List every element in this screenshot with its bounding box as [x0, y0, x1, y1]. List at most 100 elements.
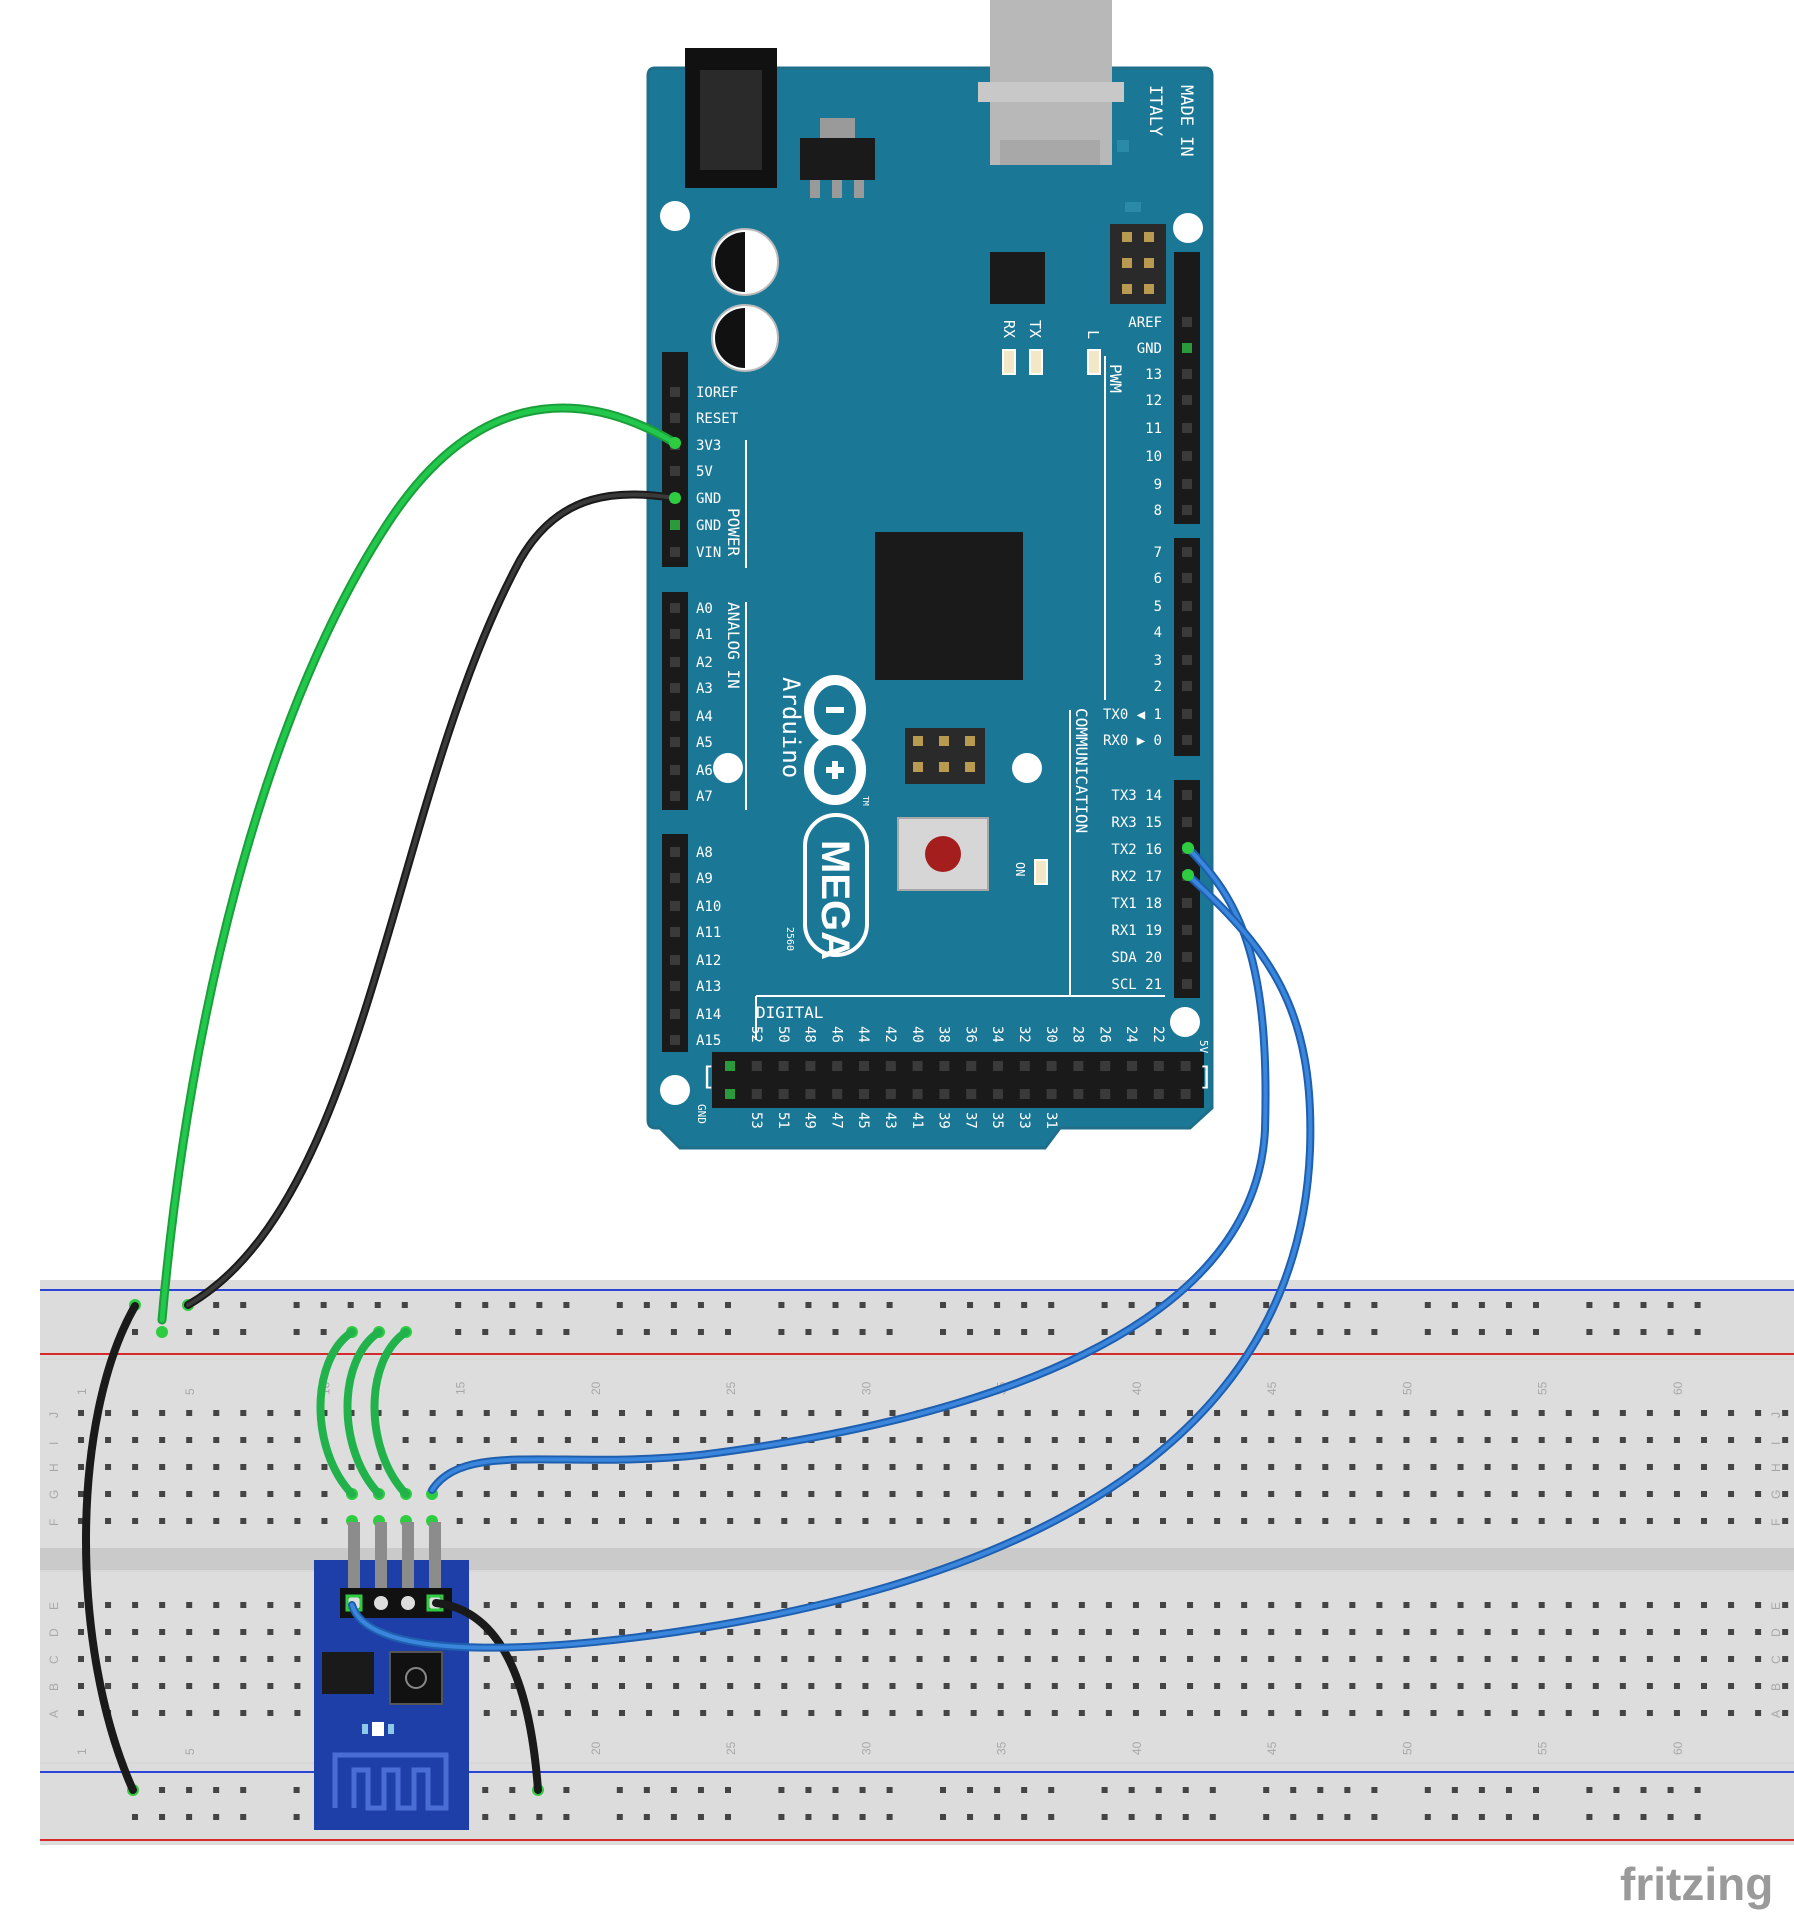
breadboard-hole	[294, 1410, 301, 1416]
pin-label: SCL 21	[1111, 977, 1162, 993]
breadboard-hole	[727, 1491, 734, 1497]
breadboard-hole	[267, 1629, 274, 1635]
breadboard-hole	[1268, 1683, 1275, 1689]
breadboard-hole	[1051, 1437, 1058, 1443]
breadboard-hole	[1214, 1656, 1221, 1662]
gnd-pin	[670, 520, 680, 530]
breadboard-hole	[1457, 1710, 1464, 1716]
header-pin	[670, 791, 680, 801]
breadboard-hole	[1511, 1656, 1518, 1662]
breadboard-hole	[916, 1683, 923, 1689]
breadboard-hole	[1295, 1410, 1302, 1416]
breadboard-hole	[267, 1464, 274, 1470]
rail-hole	[347, 1302, 354, 1308]
breadboard-hole	[510, 1629, 517, 1635]
rail-hole	[1478, 1787, 1485, 1793]
reset-button[interactable]	[897, 817, 989, 891]
breadboard-hole	[1322, 1437, 1329, 1443]
icsp-pin	[913, 762, 923, 772]
breadboard-hole	[1105, 1518, 1112, 1524]
breadboard-hole	[1430, 1656, 1437, 1662]
breadboard-hole	[1078, 1518, 1085, 1524]
breadboard-hole	[1484, 1710, 1491, 1716]
pin-label: RX1 19	[1111, 923, 1162, 939]
breadboard-hole	[1484, 1656, 1491, 1662]
column-number: 35	[995, 1741, 1009, 1755]
rail-hole	[1505, 1787, 1512, 1793]
rail-hole	[805, 1787, 812, 1793]
breadboard-hole	[1565, 1710, 1572, 1716]
rail-hole	[1209, 1787, 1216, 1793]
breadboard-hole	[1105, 1602, 1112, 1608]
breadboard-hole	[1214, 1437, 1221, 1443]
column-number: 30	[859, 1381, 873, 1395]
model-number: 2560	[784, 927, 795, 951]
mount-hole	[660, 1075, 690, 1105]
breadboard-hole	[619, 1410, 625, 1416]
rail-hole	[213, 1814, 220, 1820]
rail-hole	[1424, 1787, 1431, 1793]
breadboard-hole	[159, 1683, 166, 1689]
row-letter: G	[1769, 1490, 1783, 1499]
rail-hole	[859, 1329, 866, 1335]
rail-hole	[1101, 1814, 1108, 1820]
breadboard-hole	[1511, 1491, 1518, 1497]
pin-label: 33	[1016, 1112, 1032, 1129]
breadboard-hole	[997, 1437, 1004, 1443]
rail-hole	[213, 1787, 220, 1793]
breadboard-hole	[835, 1629, 842, 1635]
breadboard-hole	[78, 1629, 84, 1635]
breadboard-hole	[564, 1656, 571, 1662]
rail-hole	[1451, 1302, 1458, 1308]
header-pin	[670, 873, 680, 883]
breadboard-hole	[862, 1410, 869, 1416]
breadboard-hole	[1187, 1437, 1194, 1443]
breadboard-hole	[294, 1656, 301, 1662]
breadboard-hole	[727, 1602, 734, 1608]
breadboard-hole	[889, 1437, 896, 1443]
breadboard-hole	[402, 1410, 409, 1416]
header-pin	[670, 981, 680, 991]
breadboard-hole	[1187, 1518, 1194, 1524]
breadboard-hole	[1755, 1518, 1762, 1524]
breadboard-hole	[619, 1464, 625, 1470]
breadboard-hole	[591, 1437, 598, 1443]
rail-hole	[536, 1302, 543, 1308]
pin-label: 11	[1145, 421, 1162, 437]
breadboard-hole	[1511, 1464, 1518, 1470]
breadboard-hole	[673, 1656, 680, 1662]
breadboard-hole	[1511, 1683, 1518, 1689]
pin-label: VIN	[696, 545, 721, 561]
breadboard-hole	[1673, 1464, 1680, 1470]
rail-hole	[1101, 1787, 1108, 1793]
breadboard-hole	[781, 1491, 788, 1497]
breadboard-hole	[1592, 1491, 1599, 1497]
breadboard-hole	[835, 1464, 842, 1470]
rail-hole	[186, 1787, 193, 1793]
breadboard-hole	[564, 1410, 571, 1416]
icsp-pin	[1122, 284, 1132, 294]
breadboard-hole	[240, 1683, 247, 1689]
breadboard-hole	[916, 1710, 923, 1716]
esp-pin	[375, 1522, 387, 1592]
breadboard-hole	[591, 1491, 598, 1497]
breadboard-hole	[267, 1437, 274, 1443]
header-pin	[778, 1061, 789, 1071]
breadboard-hole	[1619, 1437, 1626, 1443]
column-number: 55	[1536, 1381, 1550, 1395]
breadboard-hole	[1511, 1518, 1518, 1524]
rail-hole	[1317, 1329, 1324, 1335]
breadboard-hole	[537, 1602, 544, 1608]
breadboard-hole	[862, 1518, 869, 1524]
reset-button-cap[interactable]	[925, 836, 961, 872]
rail-hole	[1128, 1814, 1135, 1820]
top-power-rail	[40, 1280, 1794, 1358]
breadboard-hole	[1701, 1656, 1707, 1662]
breadboard-hole	[1241, 1629, 1248, 1635]
rail-hole	[643, 1814, 650, 1820]
rail-hole	[1128, 1787, 1135, 1793]
icsp-pin	[913, 736, 923, 746]
5v-bottom-label: 5V	[1197, 1040, 1210, 1054]
rail-hole	[1694, 1302, 1701, 1308]
rail-hole	[1048, 1302, 1055, 1308]
